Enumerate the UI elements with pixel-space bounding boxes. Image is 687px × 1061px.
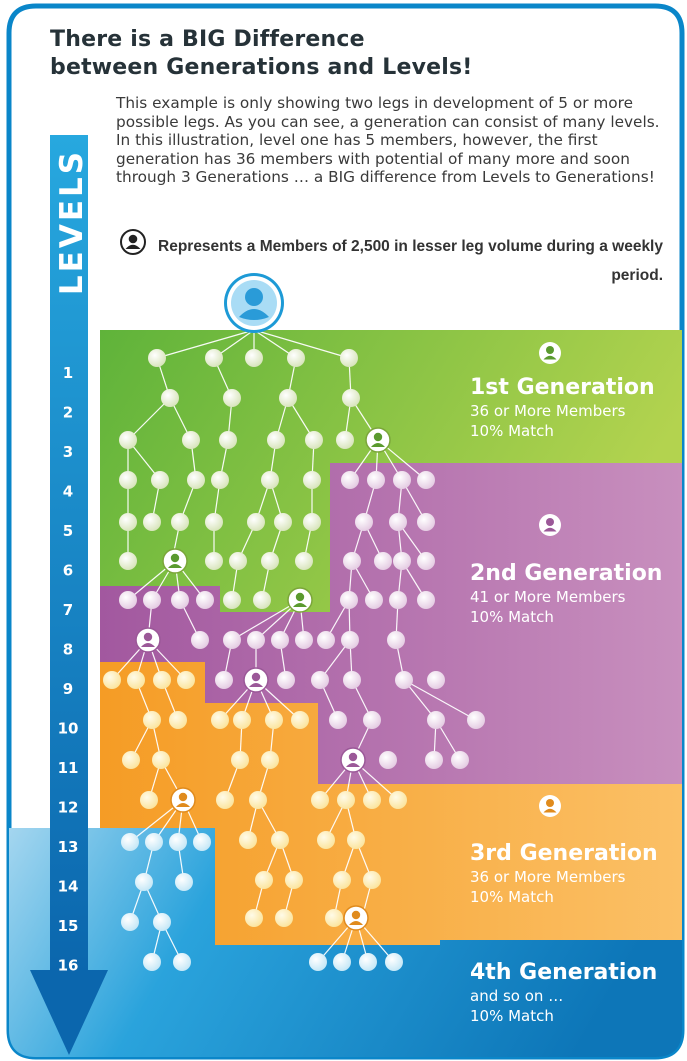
- member-icon: [135, 627, 161, 653]
- level-number: 7: [63, 601, 73, 619]
- levels-arrow: [30, 135, 108, 1055]
- gen1-name: 1st Generation: [470, 375, 655, 400]
- qualified-member-icons: [135, 427, 391, 931]
- root-member-icon: [224, 273, 284, 333]
- gen3-name: 3rd Generation: [470, 841, 658, 866]
- zone-gen2: [100, 463, 682, 784]
- legend-text: Represents a Members of 2,500 in lesser …: [158, 238, 663, 284]
- gen3-match: 10% Match: [470, 888, 554, 906]
- zone-gen4: [9, 828, 682, 1057]
- gen4-match: 10% Match: [470, 1007, 554, 1025]
- gen1-members: [119, 349, 360, 609]
- level-number: 5: [63, 522, 73, 540]
- gen4-label: 4th Generation and so on … 10% Match: [470, 960, 657, 1026]
- level-number: 4: [63, 483, 73, 501]
- gen4-members-text: and so on …: [470, 987, 564, 1005]
- zone-gen1: [100, 330, 682, 612]
- level-number: 11: [58, 759, 79, 777]
- level-number: 8: [63, 641, 73, 659]
- level-number: 16: [58, 957, 79, 975]
- gen2-match: 10% Match: [470, 608, 554, 626]
- member-icon: [243, 667, 269, 693]
- level-number: 9: [63, 680, 73, 698]
- gen2-name: 2nd Generation: [470, 561, 663, 586]
- gen2-member-icon: [539, 514, 561, 536]
- intro-paragraph: This example is only showing two legs in…: [116, 94, 660, 186]
- level-number: 14: [58, 878, 79, 896]
- member-icon: [162, 548, 188, 574]
- gen3-members-text: 36 or More Members: [470, 868, 626, 886]
- gen2-members: [119, 471, 485, 769]
- member-icon: [365, 427, 391, 453]
- level-number: 1: [63, 364, 73, 382]
- gen2-label: 2nd Generation 41 or More Members 10% Ma…: [470, 561, 662, 627]
- level-number: 12: [58, 799, 79, 817]
- gen4-name: 4th Generation: [470, 960, 658, 985]
- level-number: 2: [63, 404, 73, 422]
- member-icon: [120, 229, 146, 255]
- gen3-members: [103, 671, 407, 927]
- member-icon: [287, 587, 313, 613]
- gen2-members-text: 41 or More Members: [470, 588, 626, 606]
- gen1-label: 1st Generation 36 or More Members 10% Ma…: [470, 375, 655, 441]
- level-number: 10: [58, 720, 79, 738]
- gen1-member-icon: [539, 342, 561, 364]
- level-number: 3: [63, 443, 73, 461]
- gen3-member-icon: [539, 795, 561, 817]
- member-icon: [170, 787, 196, 813]
- level-number: 6: [63, 562, 73, 580]
- gen3-label: 3rd Generation 36 or More Members 10% Ma…: [470, 841, 658, 907]
- levels-label: LEVELS: [54, 149, 90, 295]
- level-number: 13: [58, 838, 79, 856]
- gen4-members: [121, 833, 403, 971]
- member-icon: [343, 905, 369, 931]
- member-icon: [340, 747, 366, 773]
- gen1-match: 10% Match: [470, 422, 554, 440]
- level-number: 15: [58, 917, 79, 935]
- gen1-members-text: 36 or More Members: [470, 402, 626, 420]
